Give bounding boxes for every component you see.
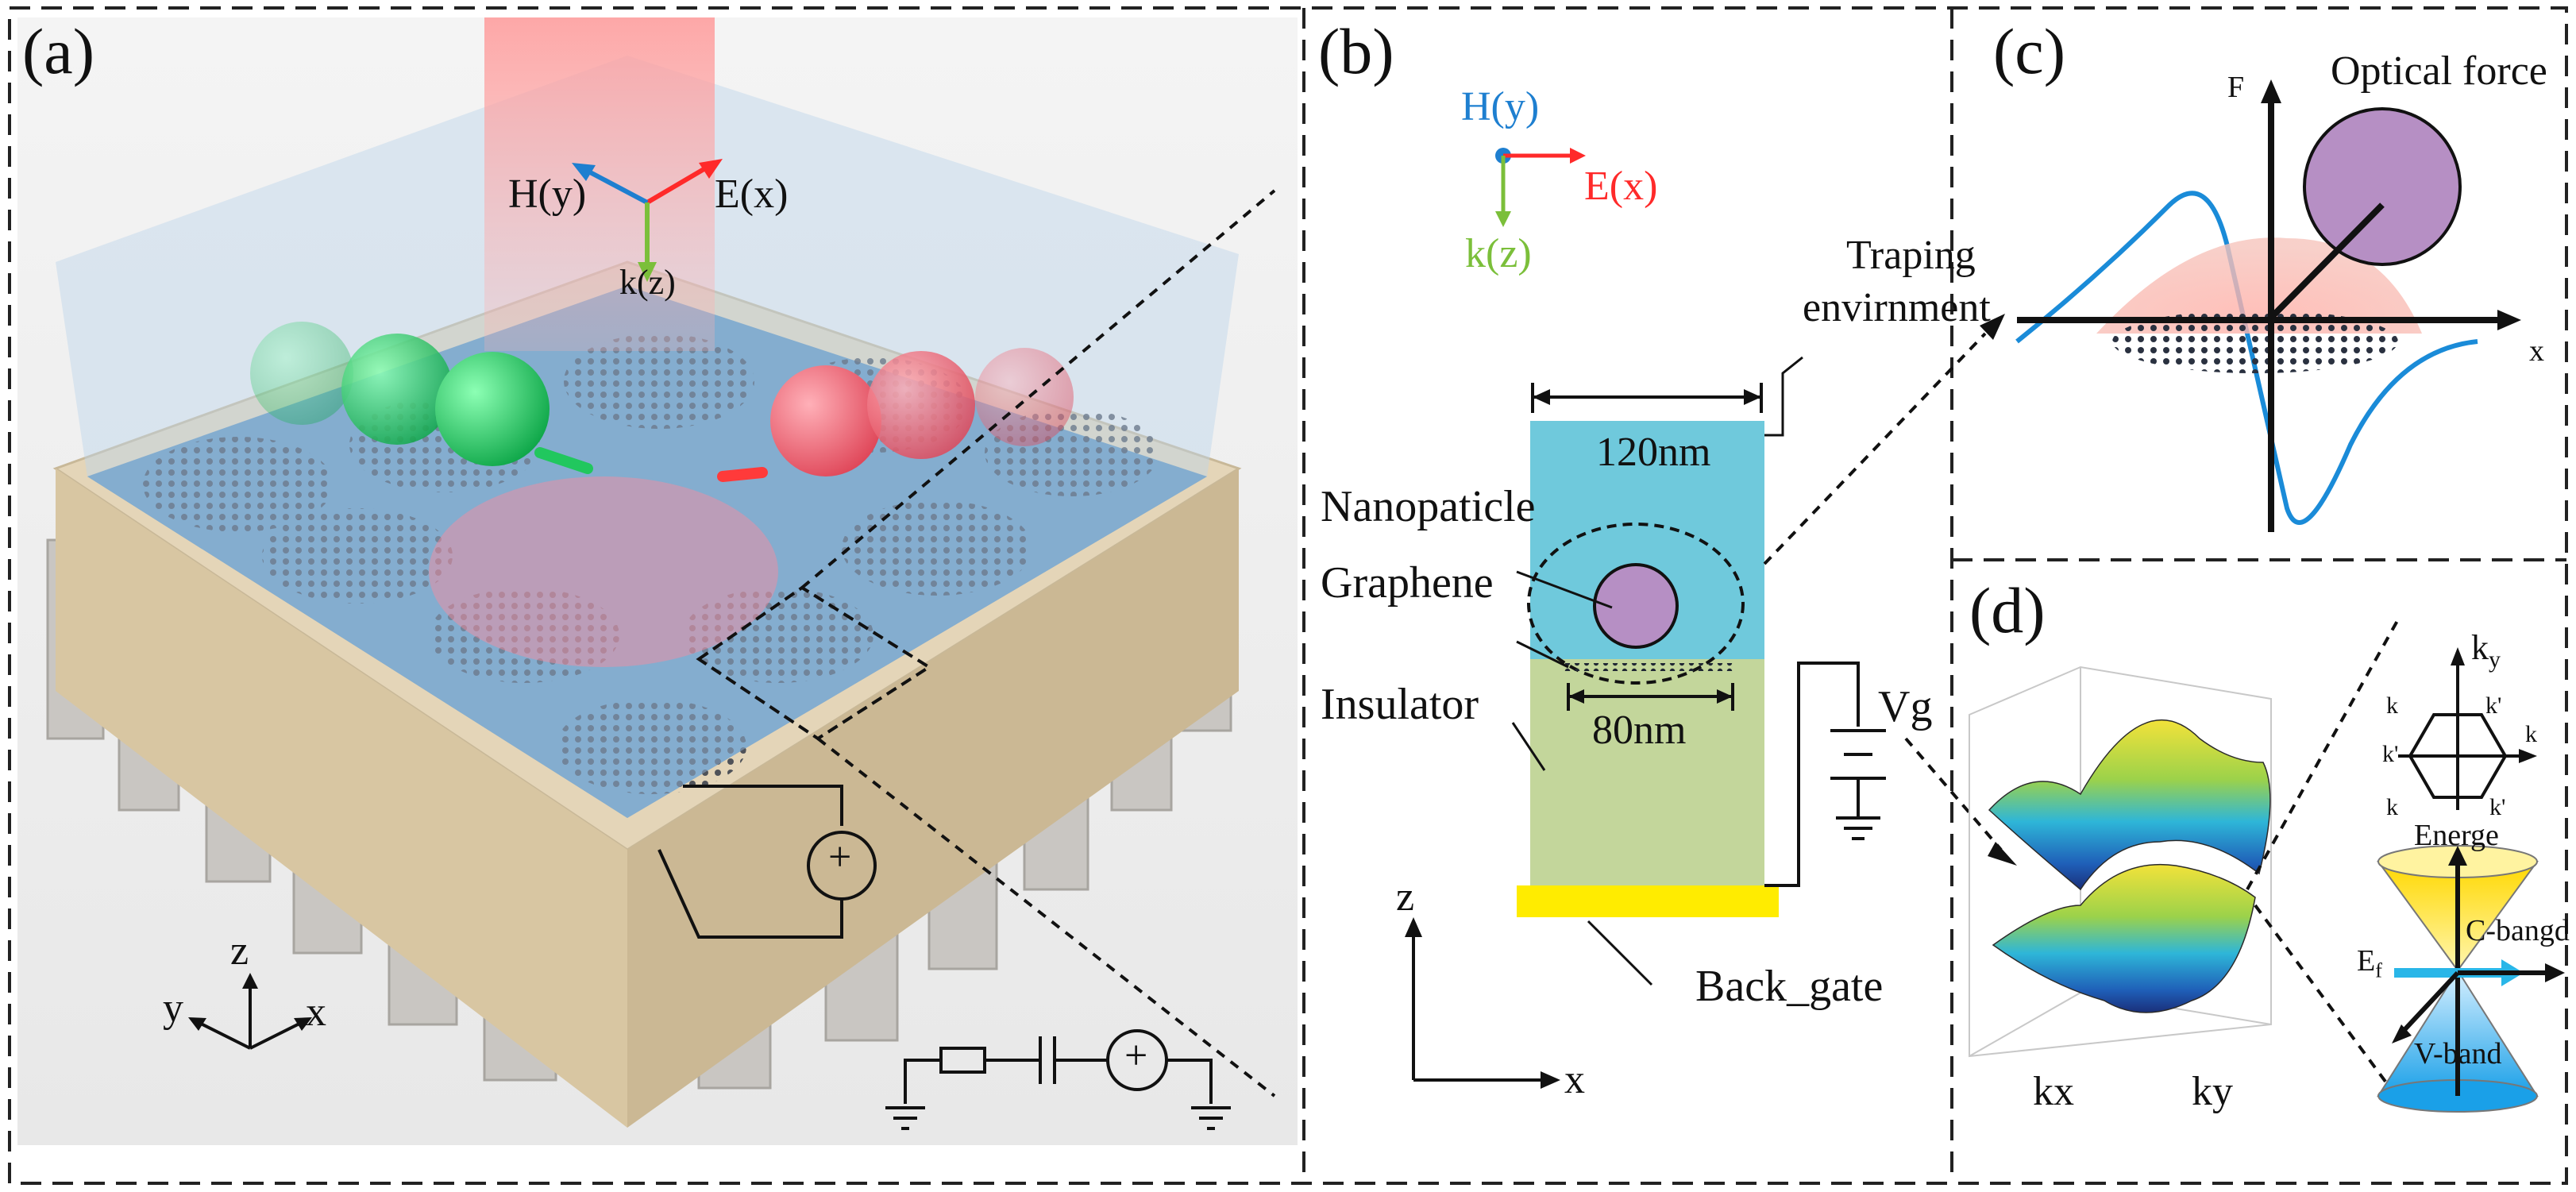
a-k-vector-label: k(z) — [619, 263, 676, 302]
c-axis-f-label: F — [2227, 71, 2245, 104]
d-bz-k-2: k — [2525, 721, 2537, 747]
zoom-connector-a-b — [800, 189, 1276, 1097]
d-bz-k-1: k — [2386, 692, 2398, 719]
b-h-field-label: H(y) — [1461, 84, 1540, 129]
b-nanoparticle-label: Nanopaticle — [1321, 482, 1536, 531]
b-graphene-label: Graphene — [1321, 558, 1494, 608]
panel-a-illustration — [17, 17, 1298, 1145]
panel-label-b: (b) — [1318, 15, 1394, 87]
a-axis-y-label: y — [163, 986, 183, 1031]
d-vband-label: V-band — [2414, 1037, 2502, 1070]
b-insulator-label: Insulator — [1321, 680, 1479, 729]
b-axis-x-label: x — [1564, 1057, 1585, 1102]
panel-label-d: (d) — [1969, 574, 2046, 646]
panel-d-band-structure — [1969, 619, 2565, 1113]
a-axis-z-label: z — [230, 928, 249, 974]
b-voltage-label: Vg — [1878, 682, 1933, 731]
b-dim-80nm: 80nm — [1592, 708, 1687, 753]
b-e-field-label: E(x) — [1584, 164, 1658, 209]
d-axis-kx-label: kx — [2033, 1069, 2074, 1114]
panel-label-c: (c) — [1993, 15, 2066, 87]
c-title: Optical force — [2331, 48, 2547, 94]
d-cband-label: C-bangd — [2466, 914, 2570, 947]
panel-c-optical-force — [2015, 79, 2521, 532]
b-dim-120nm: 120nm — [1596, 430, 1711, 475]
b-trap-env-line2: envirnment — [1803, 285, 1991, 330]
c-axis-x-label: x — [2529, 334, 2544, 368]
a-axis-x-label: x — [306, 989, 326, 1035]
panel-label-a: (a) — [22, 15, 95, 87]
d-energy-label: Energe — [2414, 819, 2499, 852]
d-bz-kp-3: k' — [2489, 794, 2506, 820]
b-axis-z-label: z — [1396, 874, 1415, 920]
a-h-field-label: H(y) — [508, 172, 587, 217]
d-bz-kp-2: k' — [2382, 741, 2399, 767]
d-axis-ky-label: ky — [2192, 1069, 2233, 1114]
b-k-vector-label: k(z) — [1465, 231, 1532, 276]
d-ef-label: Ef — [2357, 944, 2382, 982]
a-circuit-source-symbol: + — [1124, 1033, 1148, 1078]
panel-frames — [8, 6, 2568, 1185]
b-trap-env-line1: Traping — [1846, 233, 1976, 278]
a-source-plus: + — [828, 835, 852, 880]
b-back-gate-label: Back_gate — [1695, 962, 1884, 1011]
d-ky-label: ky — [2471, 628, 2501, 673]
a-e-field-label: E(x) — [715, 172, 789, 217]
panel-b-schematic — [1405, 148, 2017, 1089]
d-bz-kp-1: k' — [2485, 692, 2502, 719]
d-bz-k-3: k — [2386, 794, 2398, 820]
